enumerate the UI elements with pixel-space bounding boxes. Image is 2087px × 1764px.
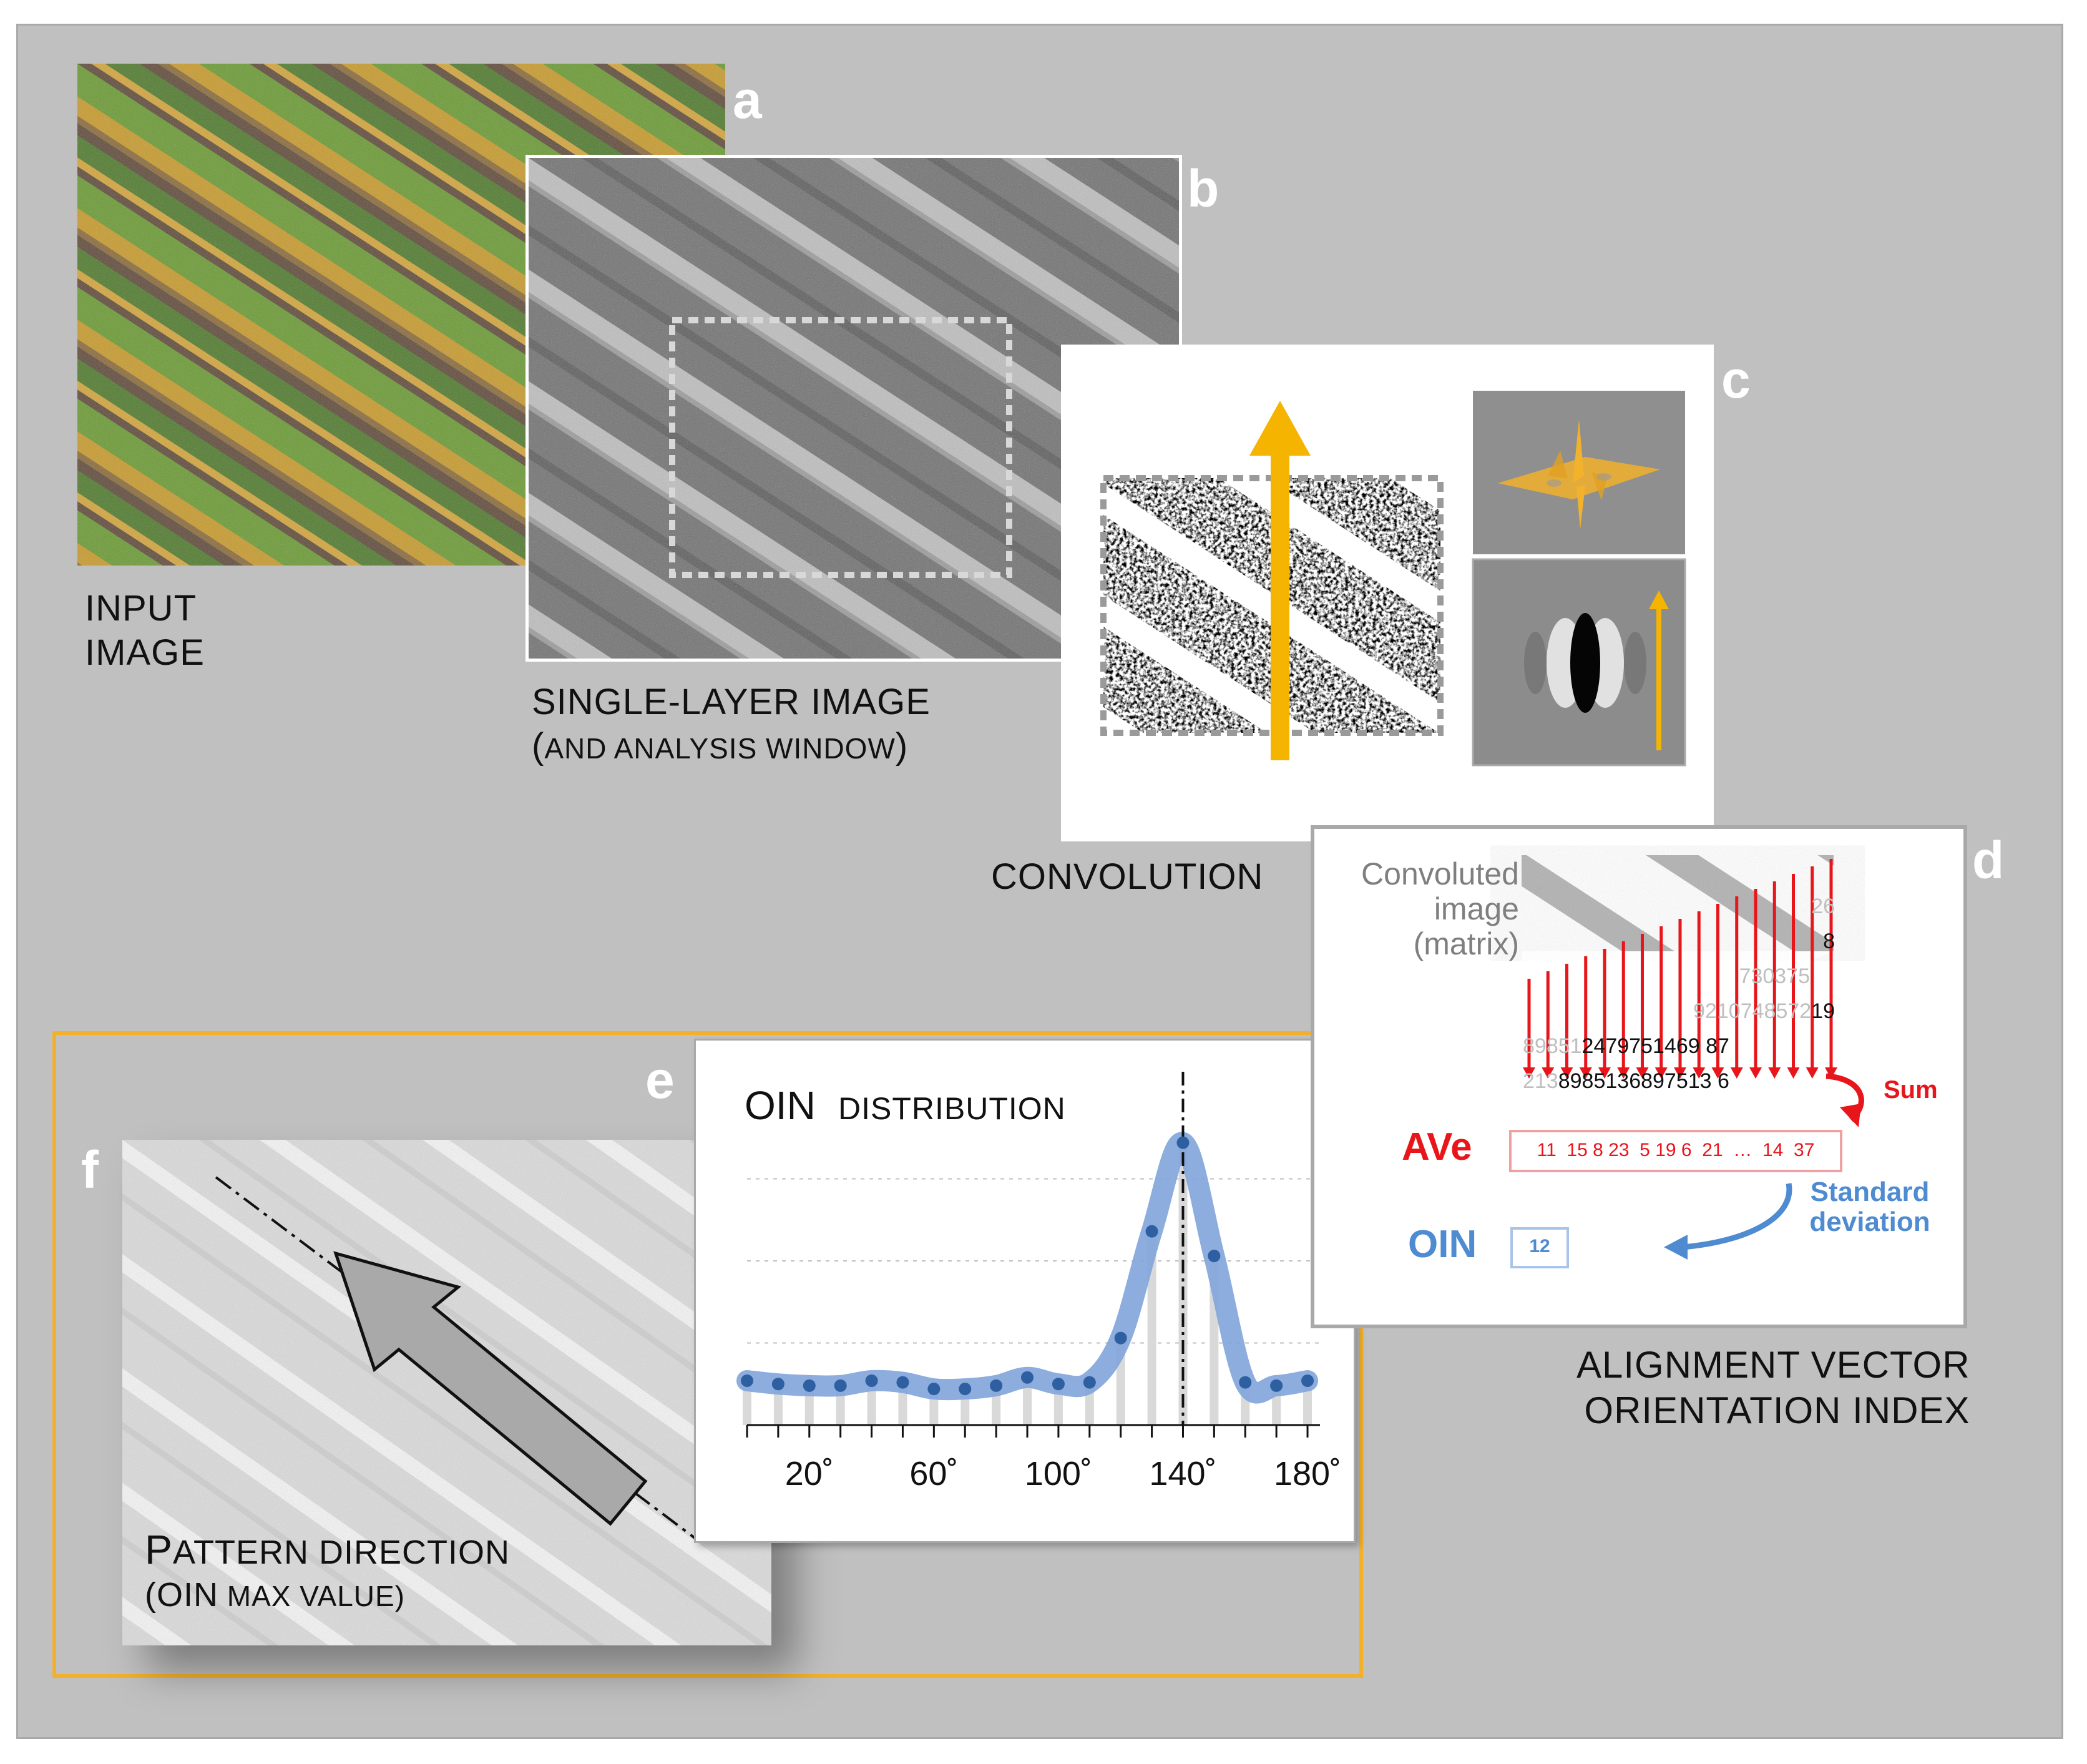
kernel-surface-plot (1498, 419, 1660, 529)
data-point (1208, 1250, 1221, 1263)
data-point (741, 1374, 753, 1387)
kernel-direction-arrow (1649, 590, 1669, 609)
distribution-bar (867, 1380, 876, 1425)
panel-letter-e: e (645, 1051, 675, 1109)
alignment-vector-arrowhead (1730, 1067, 1743, 1079)
sum-label: Sum (1884, 1076, 1938, 1104)
oin-distribution-chart: 20˚ 60˚ 100˚ 140˚ 180˚ OIN DISTRIBUTION (694, 1039, 1356, 1543)
alignment-vector-arrowhead (1598, 1067, 1611, 1079)
data-point (1021, 1371, 1034, 1384)
data-point (990, 1379, 1003, 1392)
distribution-curve (736, 1132, 1319, 1404)
panel-f-frame (52, 1031, 1363, 1678)
alignment-vector-arrowhead (1806, 1067, 1819, 1079)
data-point (1270, 1379, 1283, 1392)
distribution-bar (1178, 1142, 1188, 1425)
ave-label: AVe (1402, 1125, 1472, 1169)
alignment-vector-arrowhead (1825, 1067, 1837, 1079)
ave-values: 11 15 8 23 5 19 6 21 … 14 37 (1537, 1140, 1815, 1160)
panel-letter-f: f (81, 1140, 99, 1199)
chart-title: OIN (745, 1083, 816, 1128)
data-point (1145, 1225, 1158, 1238)
alignment-vector-arrows (1523, 859, 1837, 1079)
oin-label: OIN (1408, 1223, 1477, 1266)
alignment-vector-arrowhead (1560, 1067, 1573, 1079)
panel-d-caption: ALIGNMENT VECTOR ORIENTATION INDEX (1576, 1344, 1970, 1432)
standard-deviation-label: Standard deviation (1809, 1177, 1930, 1237)
data-point (1114, 1331, 1127, 1345)
alignment-vector-arrowhead (1674, 1067, 1686, 1079)
x-tick-label: 60˚ (909, 1455, 958, 1492)
data-point (771, 1378, 784, 1391)
alignment-vector-arrowhead (1617, 1067, 1630, 1079)
alignment-vector-panel: Convoluted image (matrix) 26 8 730375 92… (1311, 825, 1967, 1328)
x-tick-label: 180˚ (1274, 1455, 1341, 1492)
pattern-direction-arrow (333, 1251, 648, 1526)
alignment-vector-arrowhead (1654, 1067, 1668, 1079)
pattern-direction-image (122, 1140, 771, 1645)
panel-letter-c: c (1721, 350, 1751, 409)
x-tick-label: 20˚ (785, 1455, 834, 1492)
panel-letter-a: a (733, 71, 762, 129)
alignment-vector-arrowhead (1636, 1067, 1649, 1079)
x-tick-label: 100˚ (1025, 1455, 1092, 1492)
data-point (927, 1383, 941, 1396)
oin-box (1510, 1227, 1569, 1268)
data-point (803, 1379, 816, 1392)
analysis-window (669, 317, 1012, 578)
distribution-bar (1023, 1377, 1032, 1425)
panel-f-caption: PATTERN DIRECTION (OIN MAX VALUE) (145, 1526, 511, 1614)
gabor-kernel-image (1524, 613, 1646, 713)
standard-deviation-arrow (1682, 1183, 1792, 1250)
distribution-bar (743, 1380, 751, 1425)
panel-letter-b: b (1187, 159, 1219, 218)
alignment-vector-arrowhead (1787, 1067, 1800, 1079)
panel-letter-d: d (1972, 831, 2005, 889)
panel-a-caption: INPUT IMAGE (85, 588, 205, 673)
data-point (959, 1383, 972, 1396)
data-point (1239, 1376, 1252, 1389)
matrix-values: 26 8 730375 921074857219 898512479751469… (1523, 894, 1835, 1093)
data-point (1052, 1378, 1065, 1391)
data-point (1301, 1374, 1314, 1387)
chart-title-small: DISTRIBUTION (838, 1091, 1066, 1126)
alignment-vector-arrowhead (1749, 1067, 1762, 1079)
data-point (834, 1379, 847, 1392)
data-point (896, 1376, 909, 1389)
data-point (1176, 1136, 1190, 1149)
convolution-panel (1061, 345, 1714, 841)
convolution-direction-arrow (1249, 401, 1311, 456)
ave-box (1509, 1130, 1842, 1172)
data-point (865, 1374, 878, 1387)
alignment-vector-arrowhead (1693, 1067, 1706, 1079)
panel-c-caption: CONVOLUTION (991, 856, 1264, 897)
alignment-vector-arrowhead (1579, 1067, 1592, 1079)
alignment-vector-arrowhead (1711, 1067, 1724, 1079)
x-tick-label: 140˚ (1149, 1455, 1216, 1492)
distribution-bar (1147, 1231, 1156, 1425)
data-point (1083, 1376, 1096, 1389)
oin-value: 12 (1529, 1236, 1550, 1257)
matrix-label: Convoluted image (matrix) (1361, 856, 1519, 961)
panel-b-caption: SINGLE-LAYER IMAGE (AND ANALYSIS WINDOW) (532, 682, 931, 767)
alignment-vector-arrowhead (1768, 1067, 1781, 1079)
alignment-vector-arrowhead (1542, 1067, 1555, 1079)
alignment-vector-arrowhead (1523, 1067, 1535, 1079)
